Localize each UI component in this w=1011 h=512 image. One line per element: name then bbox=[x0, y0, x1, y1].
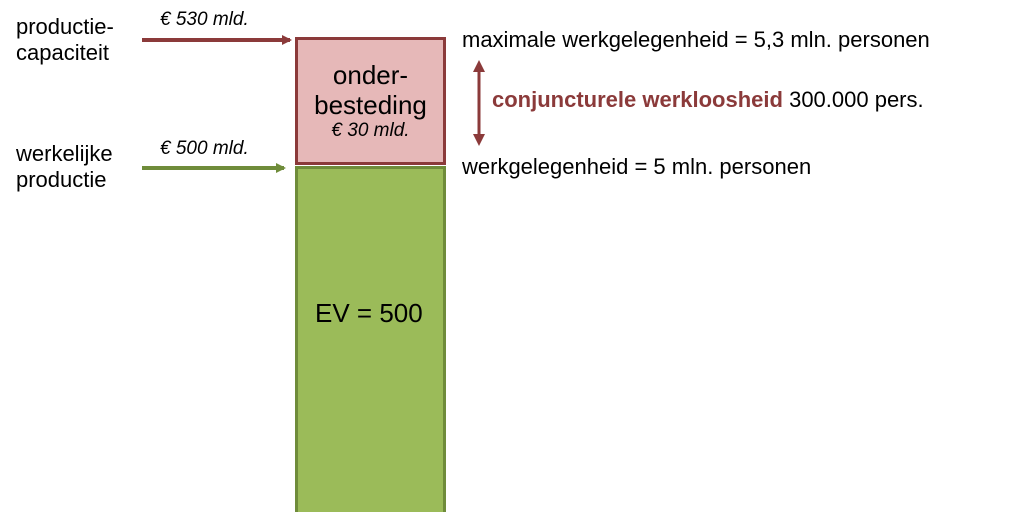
underspending-title-line-2: besteding bbox=[314, 90, 427, 120]
actual-production-label: werkelijke productie bbox=[16, 141, 113, 193]
spending-label: EV = 500 bbox=[315, 298, 423, 328]
max-employment-label: maximale werkgelegenheid = 5,3 mln. pers… bbox=[462, 27, 930, 52]
unemployment-annotation: conjuncturele werkloosheid 300.000 pers. bbox=[492, 87, 924, 113]
capacity-label-line-2: capaciteit bbox=[16, 40, 109, 65]
actual-production-label-line-2: productie bbox=[16, 167, 107, 192]
underspending-box: onder- besteding € 30 mld. bbox=[295, 37, 446, 165]
underspending-title: onder- besteding bbox=[298, 60, 443, 120]
capacity-amount: € 530 mld. bbox=[160, 9, 249, 30]
capacity-label-line-1: productie- bbox=[16, 14, 114, 39]
unemployment-label: conjuncturele werkloosheid bbox=[492, 87, 783, 112]
underspending-amount: € 30 mld. bbox=[331, 120, 410, 141]
unemployment-value: 300.000 pers. bbox=[789, 87, 924, 112]
actual-production-amount: € 500 mld. bbox=[160, 138, 249, 159]
employment-label: werkgelegenheid = 5 mln. personen bbox=[462, 154, 812, 179]
capacity-label: productie- capaciteit bbox=[16, 14, 114, 66]
spending-box: EV = 500 bbox=[295, 166, 446, 512]
actual-production-label-line-1: werkelijke bbox=[16, 141, 113, 166]
underspending-title-line-1: onder- bbox=[332, 60, 409, 90]
